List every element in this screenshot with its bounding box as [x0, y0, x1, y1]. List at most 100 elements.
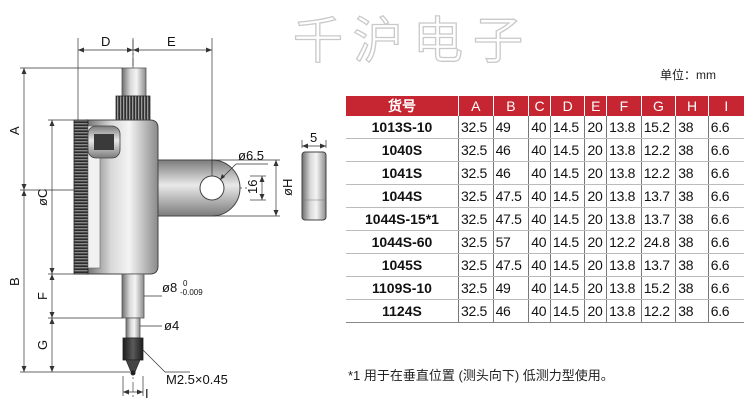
cell-value: 14.5	[549, 116, 585, 139]
dim-label-stem8: ø8	[162, 280, 177, 295]
cell-value: 6.6	[707, 207, 744, 231]
cell-value: 6.6	[707, 253, 744, 277]
cell-value: 14.5	[549, 207, 585, 231]
column-header-h: H	[675, 96, 709, 116]
column-header-c: C	[528, 96, 551, 116]
cell-value: 20	[584, 299, 607, 323]
dim-label-16: 16	[245, 180, 260, 194]
cell-value: 40	[528, 299, 551, 323]
cell-model: 1045S	[346, 253, 459, 277]
dim-label-width-5: 5	[310, 130, 317, 145]
cell-value: 38	[675, 161, 709, 185]
cell-model: 1041S	[346, 161, 459, 185]
column-header-model: 货号	[346, 96, 459, 116]
cell-model: 1044S	[346, 184, 459, 208]
cell-value: 6.6	[707, 116, 744, 139]
cell-value: 40	[528, 184, 551, 208]
cell-value: 32.5	[457, 299, 494, 323]
cell-value: 15.2	[640, 276, 676, 300]
cell-value: 12.2	[606, 230, 642, 254]
cell-value: 49	[492, 116, 529, 139]
cell-value: 38	[675, 184, 709, 208]
cell-value: 20	[584, 184, 607, 208]
unit-label: 单位：mm	[660, 68, 716, 82]
column-header-f: F	[606, 96, 642, 116]
dim-label-thread: M2.5×0.45	[166, 372, 228, 387]
cell-value: 32.5	[457, 138, 494, 162]
cell-value: 38	[675, 276, 709, 300]
dim-label-f: F	[35, 292, 50, 300]
dim-label-i: I	[145, 386, 149, 401]
cell-value: 38	[675, 253, 709, 277]
cell-value: 40	[528, 116, 551, 139]
dim-label-tol-lower: -0.009	[180, 288, 203, 297]
cell-value: 14.5	[549, 161, 585, 185]
cell-value: 13.8	[606, 184, 642, 208]
cell-value: 14.5	[549, 253, 585, 277]
cell-value: 6.6	[707, 276, 744, 300]
cell-value: 20	[584, 253, 607, 277]
cell-value: 38	[675, 116, 709, 139]
dim-label-tol-upper: 0	[183, 279, 188, 288]
cell-value: 46	[492, 138, 529, 162]
cell-value: 38	[675, 207, 709, 231]
cell-value: 14.5	[549, 184, 585, 208]
dim-label-b: B	[7, 277, 22, 286]
cell-value: 6.6	[707, 161, 744, 185]
cell-value: 40	[528, 207, 551, 231]
cell-value: 32.5	[457, 207, 494, 231]
footnote: *1 用于在垂直位置 (测头向下) 低测力型使用。	[348, 368, 614, 383]
dial-indicator-drawing: D E A B øC F G øH 16 ø6.5 5 ø8 0 -0.009 …	[7, 34, 327, 401]
cell-value: 13.8	[606, 276, 642, 300]
cell-value: 32.5	[457, 116, 494, 139]
cell-value: 32.5	[457, 253, 494, 277]
cell-value: 24.8	[640, 230, 676, 254]
cell-value: 6.6	[707, 230, 744, 254]
cell-value: 13.8	[606, 253, 642, 277]
cell-model: 1013S-10	[346, 116, 459, 139]
cell-model: 1109S-10	[346, 276, 459, 300]
cell-value: 13.7	[640, 253, 676, 277]
cell-value: 47.5	[492, 207, 529, 231]
cell-value: 6.6	[707, 184, 744, 208]
cell-value: 38	[675, 299, 709, 323]
cell-value: 38	[675, 138, 709, 162]
cell-value: 40	[528, 276, 551, 300]
cell-value: 47.5	[492, 184, 529, 208]
cell-value: 14.5	[549, 138, 585, 162]
cell-value: 13.8	[606, 161, 642, 185]
cell-value: 20	[584, 276, 607, 300]
cell-model: 1040S	[346, 138, 459, 162]
cell-value: 14.5	[549, 276, 585, 300]
cell-value: 13.8	[606, 207, 642, 231]
cell-value: 38	[675, 230, 709, 254]
cell-value: 20	[584, 207, 607, 231]
cell-value: 12.2	[640, 138, 676, 162]
cell-value: 32.5	[457, 161, 494, 185]
watermark: 千沪电子	[292, 11, 533, 70]
cell-value: 12.2	[640, 299, 676, 323]
dim-label-h: øH	[280, 179, 295, 196]
cell-value: 40	[528, 161, 551, 185]
cell-value: 46	[492, 161, 529, 185]
cell-value: 15.2	[640, 116, 676, 139]
cell-value: 32.5	[457, 184, 494, 208]
cell-value: 47.5	[492, 253, 529, 277]
cell-value: 20	[584, 161, 607, 185]
cell-value: 32.5	[457, 276, 494, 300]
dim-label-hole: ø6.5	[238, 148, 264, 163]
cell-value: 49	[492, 276, 529, 300]
cell-model: 1044S-15*1	[346, 207, 459, 231]
cell-value: 20	[584, 230, 607, 254]
